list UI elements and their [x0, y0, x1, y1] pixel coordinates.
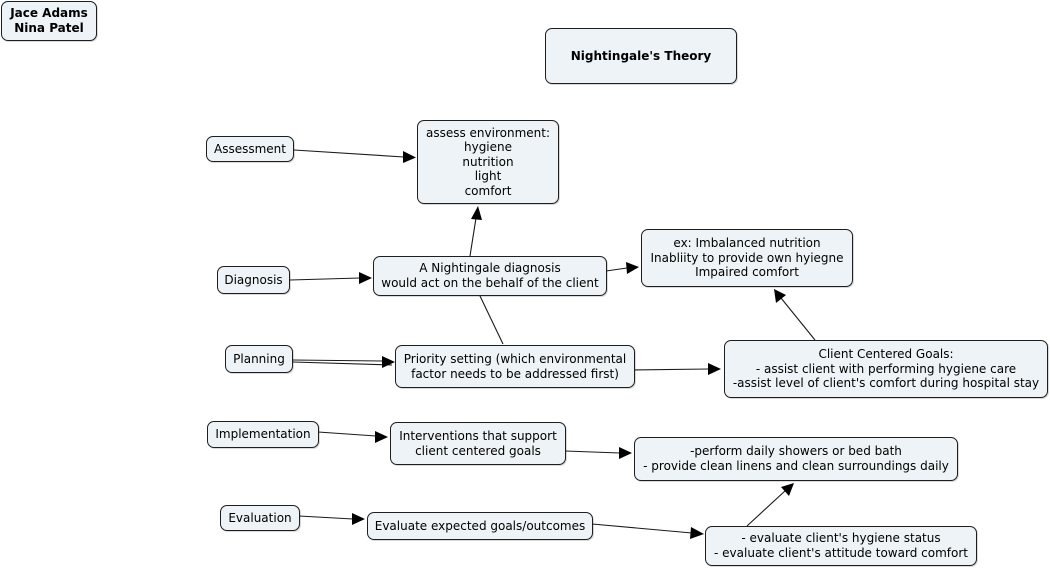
- phase-evaluation[interactable]: Evaluation: [220, 505, 300, 531]
- author-name: Jace Adams: [10, 6, 88, 21]
- link-nightingale-diagnosis-to-examples: [605, 267, 628, 272]
- concept-intervention-examples[interactable]: -perform daily showers or bed bath - pro…: [634, 437, 958, 481]
- arrowhead-icon: [690, 527, 704, 539]
- link-priority-setting-to-client-goals: [633, 368, 710, 371]
- concept-interventions[interactable]: Interventions that support client center…: [390, 422, 566, 465]
- authors-node[interactable]: Jace Adams Nina Patel: [1, 1, 97, 41]
- arrowhead-icon: [359, 272, 372, 284]
- arrowhead-icon: [619, 447, 632, 459]
- arrowhead-icon: [403, 151, 416, 163]
- phase-diagnosis[interactable]: Diagnosis: [217, 266, 290, 294]
- concept-text: light: [474, 169, 502, 184]
- link-priority-setting-to-nightingale-diagnosis: [479, 295, 504, 345]
- concept-text: Impaired comfort: [695, 265, 799, 280]
- link-assessment-to-assess-environment: [293, 149, 405, 158]
- concept-text: Priority setting (which environmental: [403, 351, 627, 366]
- link-evaluation-to-evaluate-outcomes: [298, 515, 354, 520]
- concept-evaluation-examples[interactable]: - evaluate client's hygiene status - eva…: [705, 526, 977, 566]
- page-title: Nightingale's Theory: [570, 48, 712, 63]
- author-name: Nina Patel: [14, 21, 84, 35]
- link-nightingale-diagnosis-to-assess-environment: [469, 217, 477, 257]
- link-client-goals-to-diagnosis-examples: [780, 297, 816, 341]
- concept-diagnosis-examples[interactable]: ex: Imbalanced nutrition Inabliity to pr…: [641, 229, 853, 287]
- concept-text: factor needs to be addressed first): [411, 366, 619, 381]
- concept-text: Evaluate expected goals/outcomes: [374, 518, 586, 533]
- phase-label: Evaluation: [228, 510, 292, 525]
- arrowhead-icon: [626, 262, 639, 274]
- phase-assessment[interactable]: Assessment: [206, 136, 294, 162]
- link-evaluation-examples-to-intervention-examples: [746, 489, 787, 527]
- concept-priority-setting[interactable]: Priority setting (which environmental fa…: [395, 345, 635, 388]
- arrowhead-icon: [375, 431, 388, 443]
- concept-text: A Nightingale diagnosis: [419, 261, 561, 276]
- link-implementation-to-interventions: [317, 431, 377, 437]
- title-node[interactable]: Nightingale's Theory: [545, 28, 737, 84]
- link-interventions-to-intervention-examples: [564, 450, 621, 454]
- concept-text: -perform daily showers or bed bath: [690, 444, 902, 459]
- concept-text: comfort: [464, 183, 512, 198]
- link-evaluate-outcomes-to-evaluation-examples: [591, 523, 693, 534]
- concept-text: would act on the behalf of the client: [381, 276, 599, 290]
- concept-text: - evaluate client's attitude toward comf…: [714, 546, 968, 560]
- phase-planning[interactable]: Planning: [225, 345, 293, 373]
- concept-evaluate-outcomes[interactable]: Evaluate expected goals/outcomes: [367, 512, 593, 540]
- arrowhead-icon: [382, 356, 395, 368]
- concept-text: nutrition: [462, 154, 514, 169]
- concept-text: hygiene: [463, 140, 513, 155]
- arrowhead-icon: [774, 289, 786, 303]
- concept-text: assess environment:: [425, 125, 551, 140]
- concept-text: ex: Imbalanced nutrition: [673, 236, 821, 251]
- link-planning-to-priority-setting: [292, 359, 384, 362]
- concept-text: client centered goals: [415, 443, 541, 458]
- arrowhead-icon: [471, 206, 482, 220]
- phase-label: Implementation: [215, 427, 311, 442]
- concept-client-goals[interactable]: Client Centered Goals: - assist client w…: [724, 340, 1048, 398]
- concept-nightingale-diagnosis[interactable]: A Nightingale diagnosis would act on the…: [373, 256, 607, 296]
- concept-text: - evaluate client's hygiene status: [741, 531, 941, 546]
- concept-text: - provide clean linens and clean surroun…: [643, 459, 949, 473]
- phase-label: Assessment: [214, 141, 286, 156]
- arrowhead-icon: [781, 483, 794, 496]
- concept-text: Inabliity to provide own hyiegne: [650, 250, 844, 265]
- concept-text: Client Centered Goals:: [818, 347, 954, 362]
- phase-label: Diagnosis: [224, 272, 283, 287]
- link-diagnosis-to-nightingale-diagnosis: [289, 277, 361, 281]
- phase-label: Planning: [233, 351, 285, 366]
- arrowhead-icon: [352, 513, 365, 525]
- arrowhead-icon: [708, 363, 721, 375]
- concept-text: Interventions that support: [399, 428, 557, 443]
- concept-text: - assist client with performing hygiene …: [755, 361, 1017, 376]
- concept-assess-environment[interactable]: assess environment: hygiene nutrition li…: [417, 120, 559, 204]
- phase-implementation[interactable]: Implementation: [207, 421, 319, 448]
- link-planning-to-priority-setting-double: [292, 361, 393, 366]
- concept-text: -assist level of client's comfort during…: [732, 376, 1040, 391]
